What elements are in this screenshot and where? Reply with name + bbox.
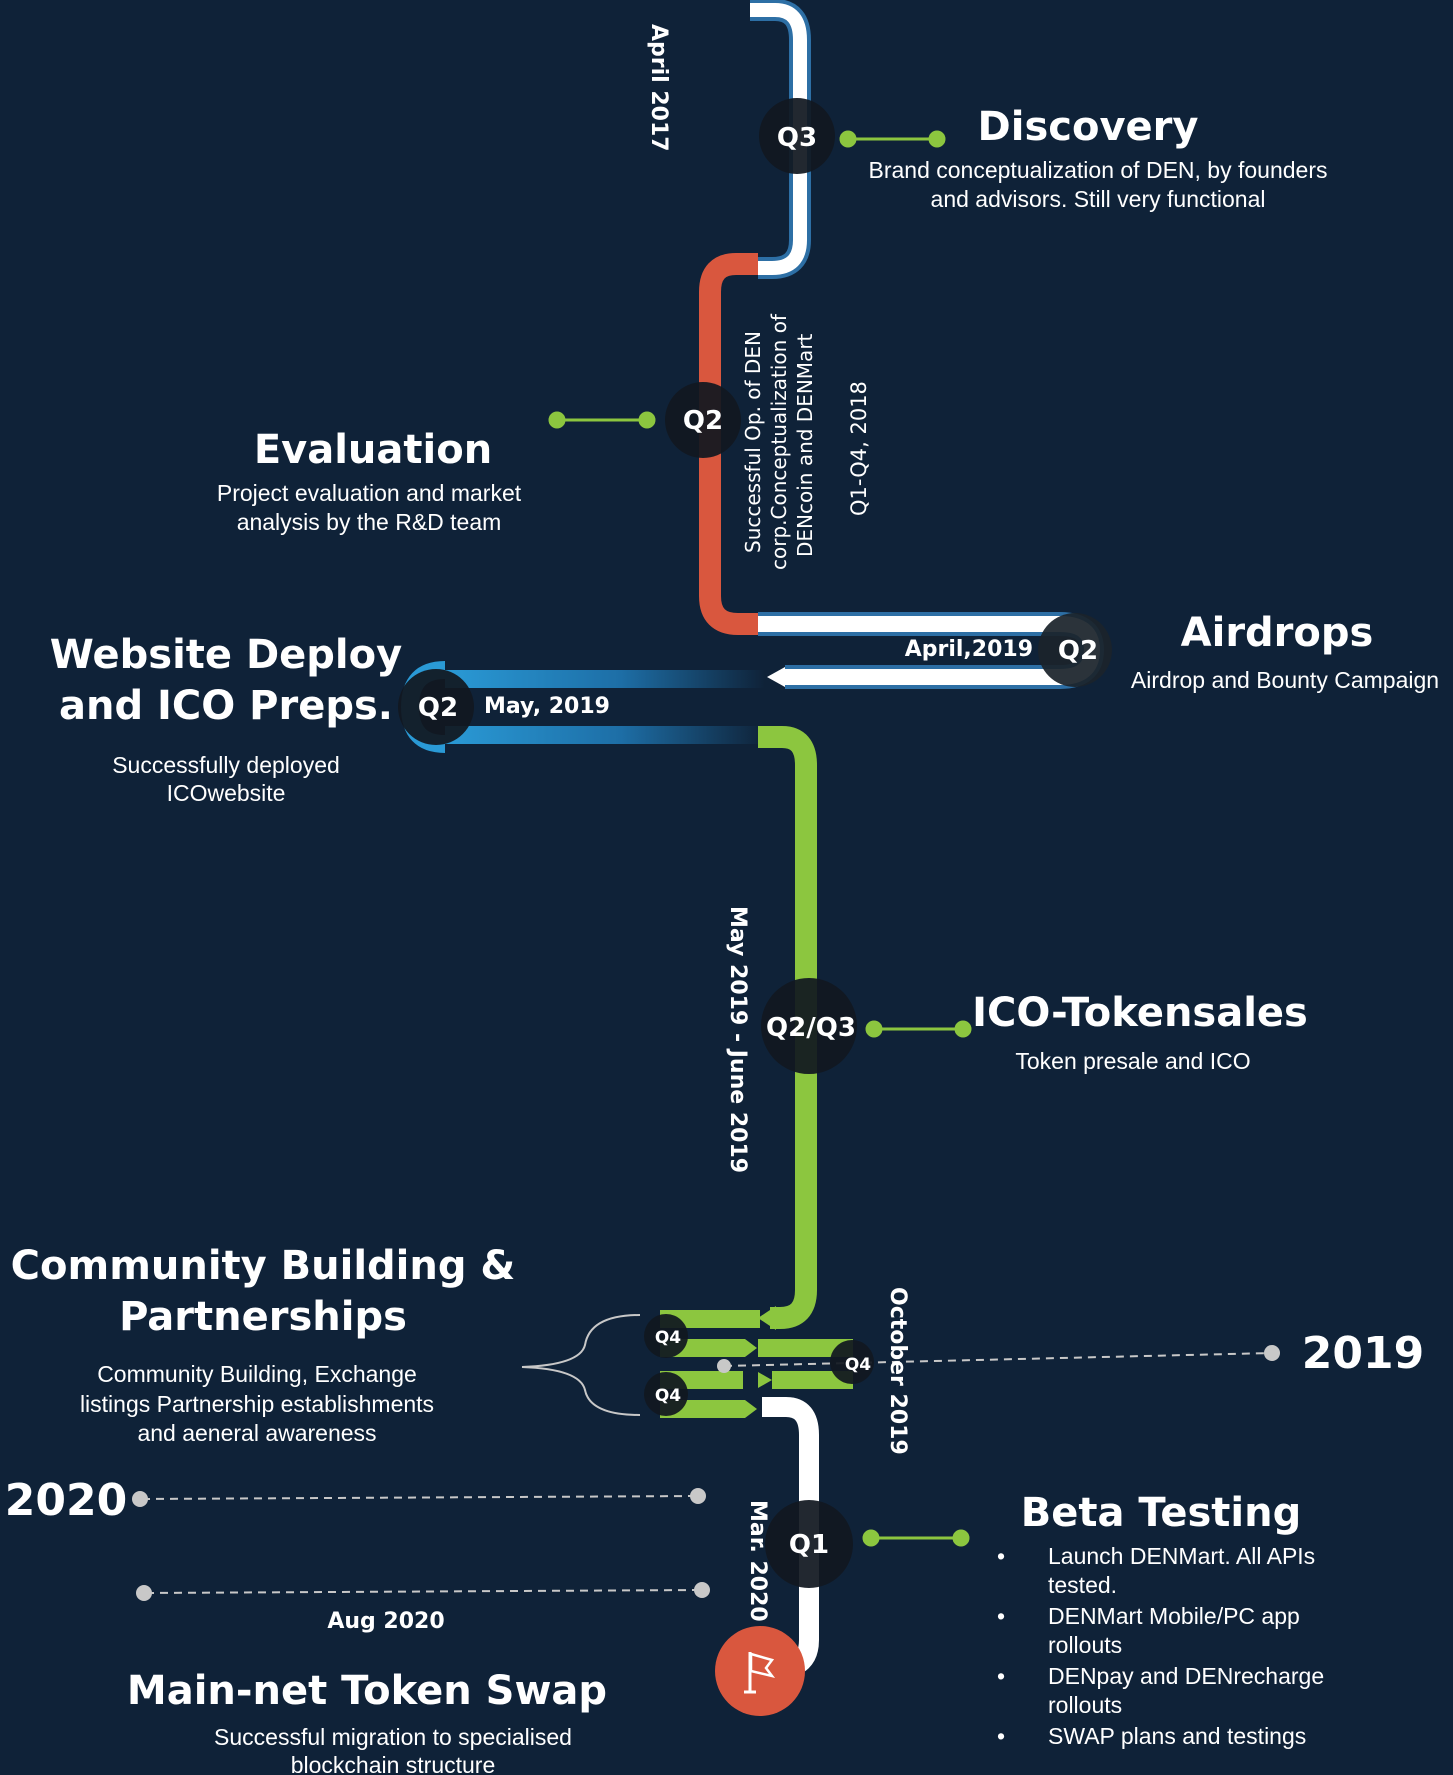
title-ico: ICO-Tokensales	[972, 990, 1308, 1036]
desc-website-1: Successfully deployed	[112, 752, 340, 778]
title-evaluation: Evaluation	[254, 427, 492, 473]
community-brace	[521, 1314, 641, 1416]
desc-discovery-2: and advisors. Still very functional	[931, 186, 1266, 212]
date-mainnet: Aug 2020	[327, 1609, 444, 1634]
title-website-1: Website Deploy	[50, 632, 402, 678]
connectors	[548, 130, 972, 1547]
svg-text:•: •	[997, 1723, 1005, 1749]
desc-airdrops: Airdrop and Bounty Campaign	[1131, 667, 1439, 693]
flag-icon	[715, 1626, 805, 1716]
svg-text:•: •	[997, 1603, 1005, 1629]
quarter-evaluation: Q2	[683, 406, 723, 436]
desc-mainnet-2: blockchain structure	[291, 1752, 496, 1775]
year-2020: 2020	[5, 1475, 127, 1526]
date-ico: May 2019 - June 2019	[725, 906, 750, 1173]
year-lines	[141, 1352, 1273, 1594]
quarter-beta: Q1	[789, 1530, 829, 1560]
track-community	[660, 1310, 853, 1418]
title-mainnet: Main-net Token Swap	[127, 1668, 607, 1714]
desc-evaluation-2: analysis by the R&D team	[237, 509, 502, 535]
quarter-ico: Q2/Q3	[766, 1013, 856, 1043]
desc-mainnet-1: Successful migration to specialised	[214, 1724, 572, 1750]
quarter-badges	[398, 98, 1112, 1588]
beta-bullet-3b: rollouts	[1048, 1692, 1122, 1718]
year-line-dots	[132, 1345, 1280, 1601]
desc-community-2: listings Partnership establishments	[80, 1391, 434, 1417]
title-airdrops: Airdrops	[1181, 610, 1374, 656]
quarter-airdrops: Q2	[1058, 636, 1098, 666]
evaluation-note-1: Successful Op. of DEN	[741, 331, 765, 553]
date-discovery: April 2017	[646, 24, 671, 152]
desc-website-2: ICOwebsite	[167, 780, 286, 806]
desc-community-3: and aeneral awareness	[137, 1420, 376, 1446]
year-2019: 2019	[1302, 1328, 1424, 1379]
beta-bullet-4a: SWAP plans and testings	[1048, 1723, 1306, 1749]
svg-text:•: •	[997, 1663, 1005, 1689]
title-community-2: Partnerships	[119, 1294, 407, 1340]
evaluation-note-3: DENcoin and DENMart	[793, 333, 817, 557]
date-website: May, 2019	[484, 694, 610, 719]
title-discovery: Discovery	[978, 104, 1199, 150]
beta-bullet-2a: DENMart Mobile/PC app	[1048, 1603, 1300, 1629]
beta-bullet-1a: Launch DENMart. All APIs	[1048, 1543, 1315, 1569]
beta-bullets: • Launch DENMart. All APIs tested. • DEN…	[997, 1543, 1324, 1749]
desc-discovery-1: Brand conceptualization of DEN, by found…	[869, 157, 1328, 183]
date-airdrops: April,2019	[905, 637, 1033, 662]
date-community: October 2019	[885, 1287, 910, 1455]
quarter-website: Q2	[418, 693, 458, 723]
title-community-1: Community Building &	[11, 1243, 516, 1289]
beta-bullet-2b: rollouts	[1048, 1632, 1122, 1658]
title-beta: Beta Testing	[1021, 1490, 1302, 1536]
beta-bullet-1b: tested.	[1048, 1572, 1117, 1598]
desc-ico: Token presale and ICO	[1015, 1048, 1250, 1074]
desc-evaluation-1: Project evaluation and market	[217, 480, 522, 506]
quarter-community-3: Q4	[655, 1386, 681, 1406]
evaluation-note-2: corp.Conceptualization of	[767, 313, 791, 570]
svg-text:•: •	[997, 1543, 1005, 1569]
quarter-discovery: Q3	[777, 123, 817, 153]
date-beta: Mar. 2020	[745, 1500, 770, 1622]
desc-community-1: Community Building, Exchange	[97, 1361, 417, 1387]
title-website-2: and ICO Preps.	[59, 683, 393, 729]
quarter-community-2: Q4	[845, 1355, 871, 1375]
quarter-community-1: Q4	[655, 1328, 681, 1348]
beta-bullet-3a: DENpay and DENrecharge	[1048, 1663, 1324, 1689]
evaluation-date: Q1-Q4, 2018	[847, 381, 871, 516]
